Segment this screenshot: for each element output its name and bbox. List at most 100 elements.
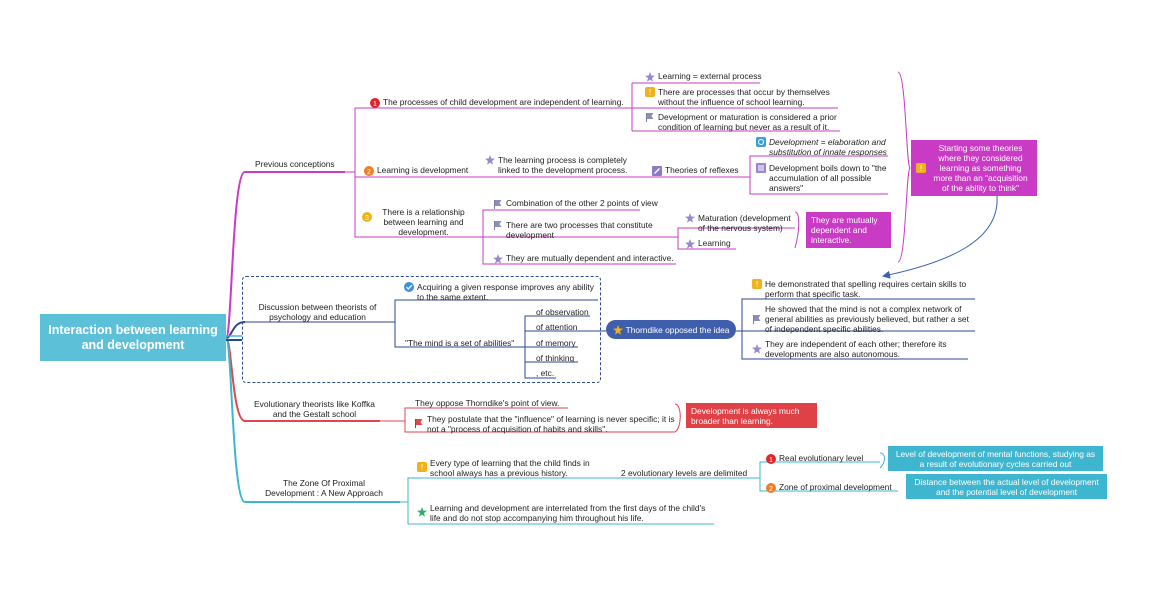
list-icon <box>756 163 766 173</box>
leaf-elaboration[interactable]: Development = elaboration and substituti… <box>756 137 891 157</box>
branch-relationship[interactable]: 3 There is a relationship between learnin… <box>362 207 472 237</box>
leaf-proximal-zone-label: Zone of proximal development <box>779 482 892 492</box>
warning-icon: ! <box>916 163 926 173</box>
root-label: Interaction between learning and develop… <box>48 322 218 352</box>
number-three-icon: 3 <box>362 212 372 222</box>
leaf-real-level-label: Real evolutionary level <box>779 453 864 463</box>
topic-discussion[interactable]: Discussion between theorists of psycholo… <box>258 302 377 322</box>
topic-zone[interactable]: The Zone Of Proximal Development : A New… <box>265 478 383 498</box>
number-two-icon: 2 <box>364 165 374 176</box>
leaf-completely-linked[interactable]: The learning process is completely linke… <box>485 155 635 175</box>
branch-relationship-label: There is a relationship between learning… <box>382 207 465 237</box>
callout-broader-label: Development is always much broader than … <box>691 406 800 426</box>
leaf-acquiring-response[interactable]: Acquiring a given response improves any … <box>404 282 599 302</box>
leaf-processes-themselves[interactable]: ! There are processes that occur by thems… <box>645 87 840 107</box>
leaf-combination[interactable]: Combination of the other 2 points of vie… <box>493 198 658 209</box>
thorndike-node[interactable]: Thorndike opposed the idea <box>606 320 736 339</box>
leaf-independent[interactable]: They are independent of each other; ther… <box>752 339 970 359</box>
leaf-maturation-label: Maturation (development of the nervous s… <box>698 213 791 233</box>
topic-previous-conceptions[interactable]: Previous conceptions <box>255 159 335 169</box>
green-star-icon <box>417 507 427 517</box>
leaf-mind-network-label: He showed that the mind is not a complex… <box>765 304 969 334</box>
callout-broader[interactable]: Development is always much broader than … <box>686 403 817 428</box>
leaf-ability-memory[interactable]: of memory <box>536 338 576 348</box>
flag-icon <box>494 221 502 230</box>
leaf-prior-condition-label: Development or maturation is considered … <box>658 112 837 132</box>
leaf-acquiring-response-label: Acquiring a given response improves any … <box>417 282 594 302</box>
callout-starting-theories[interactable]: !Starting some theories where they consi… <box>911 140 1037 196</box>
leaf-interrelated-label: Learning and development are interrelate… <box>430 503 706 523</box>
star-icon <box>645 71 655 82</box>
number-two-icon: 2 <box>766 482 776 493</box>
leaf-spelling-label: He demonstrated that spelling requires c… <box>765 279 967 299</box>
svg-text:2: 2 <box>769 486 773 493</box>
flag-icon <box>494 199 502 209</box>
leaf-learning-external-label: Learning = external process <box>658 71 762 81</box>
root-node[interactable]: Interaction between learning and develop… <box>40 314 226 361</box>
leaf-mutually-dependent[interactable]: They are mutually dependent and interact… <box>493 253 674 264</box>
leaf-two-levels[interactable]: 2 evolutionary levels are delimited <box>621 468 748 478</box>
star-icon <box>685 238 695 249</box>
callout-real-level[interactable]: Level of development of mental functions… <box>888 446 1103 471</box>
leaf-learning[interactable]: Learning <box>685 238 731 249</box>
leaf-postulate[interactable]: They postulate that the "influence" of l… <box>414 414 676 434</box>
leaf-spelling[interactable]: ! He demonstrated that spelling requires … <box>752 279 977 299</box>
leaf-combination-label: Combination of the other 2 points of vie… <box>506 198 658 208</box>
warning-icon: ! <box>417 462 427 472</box>
svg-text:!: ! <box>920 164 922 173</box>
leaf-learning-external[interactable]: Learning = external process <box>645 71 762 82</box>
thorndike-label: Thorndike opposed the idea <box>625 324 730 335</box>
svg-text:3: 3 <box>365 215 369 222</box>
leaf-mind-set-abilities[interactable]: "The mind is a set of abilities" <box>405 338 515 348</box>
svg-text:!: ! <box>756 280 758 289</box>
leaf-mind-network[interactable]: He showed that the mind is not a complex… <box>752 304 977 334</box>
warning-icon: ! <box>752 279 762 289</box>
callout-proximal-zone[interactable]: Distance between the actual level of dev… <box>906 474 1107 499</box>
number-one-icon: 1 <box>766 453 776 464</box>
leaf-postulate-label: They postulate that the "influence" of l… <box>427 414 675 434</box>
leaf-elaboration-label: Development = elaboration and substituti… <box>769 137 887 157</box>
leaf-prior-condition[interactable]: Development or maturation is considered … <box>645 112 850 132</box>
refresh-icon <box>756 137 766 147</box>
leaf-ability-thinking[interactable]: of thinking <box>536 353 575 363</box>
leaf-previous-history[interactable]: !Every type of learning that the child f… <box>417 458 597 478</box>
leaf-ability-observation[interactable]: of observation <box>536 307 589 317</box>
leaf-interrelated[interactable]: Learning and development are interrelate… <box>417 503 712 523</box>
star-icon <box>493 253 503 264</box>
leaf-independent-label: They are independent of each other; ther… <box>765 339 947 359</box>
topic-evolutionary[interactable]: Evolutionary theorists like Koffka and t… <box>254 399 375 419</box>
leaf-processes-themselves-label: There are processes that occur by themse… <box>658 87 830 107</box>
leaf-ability-etc[interactable]: , etc. <box>536 368 555 378</box>
leaf-two-processes-label: There are two processes that constitute … <box>506 220 653 240</box>
branch-independent-label: The processes of child development are i… <box>383 97 624 107</box>
leaf-theories-reflexes[interactable]: Theories of reflexes <box>652 165 739 176</box>
callout-proximal-zone-label: Distance between the actual level of dev… <box>914 477 1099 497</box>
leaf-proximal-zone[interactable]: 2 Zone of proximal development <box>766 482 892 493</box>
leaf-theories-reflexes-label: Theories of reflexes <box>665 165 739 175</box>
callout-mutually-dependent[interactable]: They are mutually dependent and interact… <box>806 212 891 248</box>
leaf-oppose-thorndike[interactable]: They oppose Thorndike's point of view. <box>415 398 560 408</box>
leaf-accumulation-label: Development boils down to "the accumulat… <box>769 163 887 193</box>
branch-learning-is-development-label: Learning is development <box>377 165 469 175</box>
branch-learning-is-development[interactable]: 2 Learning is development <box>364 165 468 176</box>
star-icon <box>685 213 695 223</box>
leaf-two-processes[interactable]: There are two processes that constitute … <box>493 220 668 240</box>
svg-text:2: 2 <box>367 169 371 176</box>
svg-text:!: ! <box>649 88 651 97</box>
star-icon <box>612 324 623 335</box>
warning-icon: ! <box>645 87 655 97</box>
pencil-icon <box>652 165 662 176</box>
leaf-accumulation[interactable]: Development boils down to "the accumulat… <box>756 163 891 193</box>
leaf-maturation[interactable]: Maturation (development of the nervous s… <box>685 213 797 233</box>
star-icon <box>485 155 495 165</box>
flag-icon <box>753 315 761 324</box>
leaf-mutually-dependent-label: They are mutually dependent and interact… <box>506 253 674 263</box>
star-icon <box>752 344 762 354</box>
red-flag-icon <box>415 419 423 428</box>
leaf-completely-linked-label: The learning process is completely linke… <box>498 155 628 175</box>
leaf-ability-attention[interactable]: of attention <box>536 322 578 332</box>
